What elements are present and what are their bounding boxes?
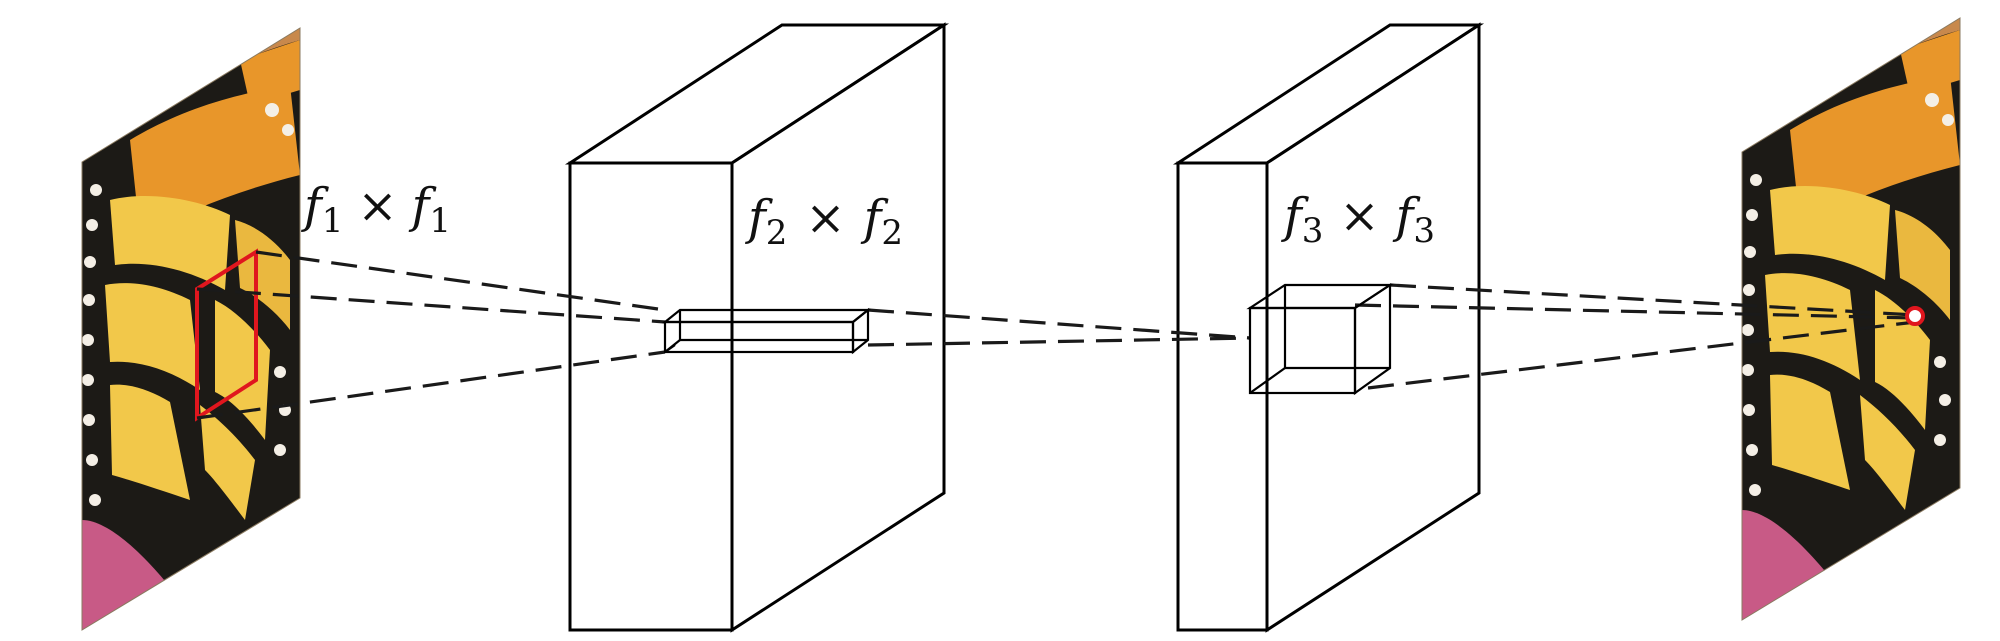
- input-patch-red-outline: [195, 248, 258, 422]
- projection-line: [196, 350, 666, 420]
- projection-line: [867, 308, 1251, 340]
- input-image-frame: [81, 27, 301, 631]
- feature-block-2-front-face: [1176, 161, 1269, 632]
- feature-block-2-patch-cube: [1246, 282, 1394, 396]
- feature-block-1-patch-cuboid: [661, 307, 872, 355]
- projection-line: [1354, 303, 1916, 320]
- projection-line: [1367, 320, 1916, 390]
- projection-lines: [196, 250, 1916, 420]
- filter-size-label-3: f3×f3: [1281, 188, 1435, 251]
- output-image: [1742, 18, 1960, 620]
- feature-block-1-front-face: [568, 161, 734, 632]
- input-image: [82, 28, 300, 630]
- projection-line: [867, 336, 1251, 347]
- projection-line: [196, 287, 666, 324]
- feature-block-2: [1172, 22, 1485, 633]
- projection-line: [255, 250, 666, 312]
- projection-line: [1389, 283, 1916, 317]
- output-image-frame: [1741, 17, 1961, 621]
- filter-size-label-1: f1×f1: [301, 178, 451, 241]
- filter-size-label-2: f2×f2: [745, 190, 903, 253]
- feature-block-1: [564, 22, 950, 633]
- output-pixel-marker: [1905, 306, 1925, 326]
